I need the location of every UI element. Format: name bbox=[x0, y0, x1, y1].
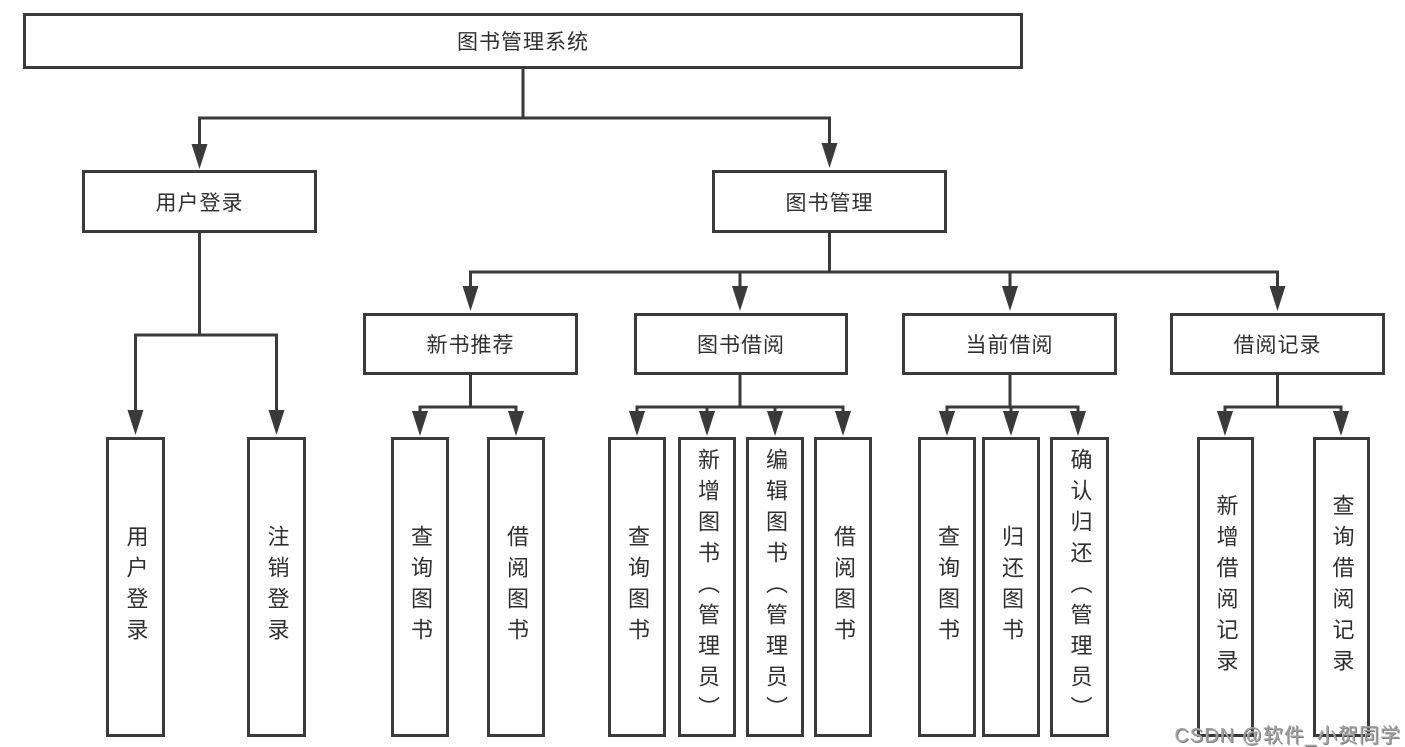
node-leaf-logout: 注销登录 bbox=[247, 437, 306, 737]
node-leaf-records-query: 查询借阅记录 bbox=[1313, 437, 1370, 737]
node-book-borrow-label: 图书借阅 bbox=[697, 334, 785, 357]
node-leaf-current-confirm-admin-label: 确认归还（管理员） bbox=[1067, 447, 1093, 727]
node-leaf-borrow-add-admin-label: 新增图书（管理员） bbox=[695, 447, 720, 727]
node-root-system-label: 图书管理系统 bbox=[457, 31, 589, 54]
node-current-borrow: 当前借阅 bbox=[902, 313, 1117, 375]
node-leaf-borrow-add-admin: 新增图书（管理员） bbox=[678, 437, 736, 737]
node-leaf-borrow-edit-admin: 编辑图书（管理员） bbox=[746, 437, 804, 737]
node-book-borrow: 图书借阅 bbox=[634, 313, 848, 375]
node-book-mgmt: 图书管理 bbox=[712, 170, 947, 233]
node-leaf-records-add-label: 新增借阅记录 bbox=[1213, 494, 1239, 680]
node-leaf-borrow-query: 查询图书 bbox=[608, 437, 666, 737]
node-leaf-current-return-label: 归还图书 bbox=[999, 525, 1024, 649]
node-leaf-current-query: 查询图书 bbox=[918, 437, 976, 737]
node-leaf-user-login: 用户登录 bbox=[106, 437, 165, 737]
node-current-borrow-label: 当前借阅 bbox=[965, 334, 1054, 357]
node-leaf-borrow-borrow: 借阅图书 bbox=[814, 437, 872, 737]
node-user-login: 用户登录 bbox=[82, 170, 317, 233]
connector-current-borrow-children bbox=[939, 375, 1086, 436]
node-leaf-borrow-borrow-label: 借阅图书 bbox=[831, 525, 856, 649]
connector-borrow-records-children bbox=[1217, 375, 1349, 436]
connector-book-borrow-children bbox=[629, 375, 851, 436]
node-leaf-borrow-query-label: 查询图书 bbox=[625, 525, 650, 649]
node-leaf-newbook-borrow: 借阅图书 bbox=[487, 437, 545, 737]
node-leaf-records-query-label: 查询借阅记录 bbox=[1329, 494, 1355, 680]
connector-new-book-children bbox=[412, 375, 524, 436]
node-new-book-rec: 新书推荐 bbox=[363, 313, 578, 375]
node-leaf-newbook-query: 查询图书 bbox=[391, 437, 449, 737]
connector-root-to-level1 bbox=[191, 69, 838, 169]
node-leaf-borrow-edit-admin-label: 编辑图书（管理员） bbox=[763, 447, 788, 727]
connector-book-mgmt-children bbox=[462, 233, 1286, 311]
node-leaf-current-return: 归还图书 bbox=[982, 437, 1040, 737]
node-root-system: 图书管理系统 bbox=[23, 13, 1023, 69]
csdn-watermark: CSDN @软件_小贺同学 bbox=[1174, 725, 1401, 747]
node-leaf-current-query-label: 查询图书 bbox=[935, 525, 960, 649]
connector-user-login-children bbox=[127, 233, 285, 435]
node-borrow-records: 借阅记录 bbox=[1170, 313, 1385, 375]
node-book-mgmt-label: 图书管理 bbox=[785, 191, 874, 215]
node-leaf-current-confirm-admin: 确认归还（管理员） bbox=[1050, 437, 1109, 737]
node-leaf-newbook-query-label: 查询图书 bbox=[408, 525, 433, 649]
node-user-login-label: 用户登录 bbox=[155, 191, 244, 215]
node-leaf-user-login-label: 用户登录 bbox=[123, 525, 149, 649]
node-new-book-rec-label: 新书推荐 bbox=[426, 334, 515, 357]
node-leaf-records-add: 新增借阅记录 bbox=[1197, 437, 1254, 737]
node-leaf-newbook-borrow-label: 借阅图书 bbox=[504, 525, 529, 649]
node-leaf-logout-label: 注销登录 bbox=[264, 525, 290, 649]
node-borrow-records-label: 借阅记录 bbox=[1233, 334, 1322, 357]
